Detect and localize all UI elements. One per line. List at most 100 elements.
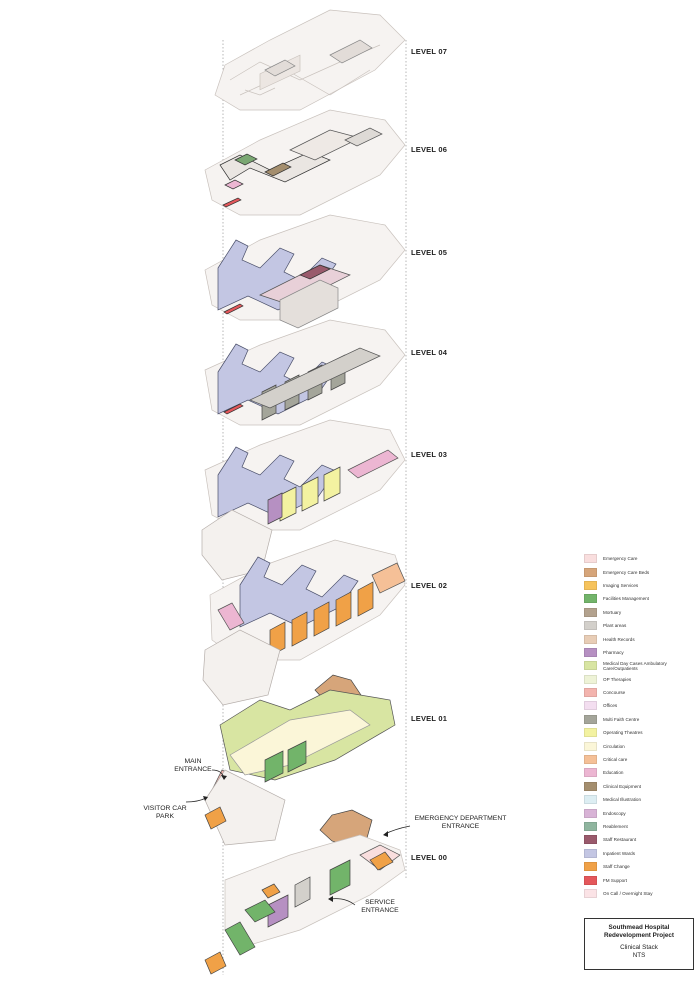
- legend-swatch: [584, 688, 597, 698]
- legend-item: On Call / Overnight Stay: [584, 887, 694, 900]
- legend-item: Staff Restaurant: [584, 833, 694, 846]
- legend-item: Endoscopy: [584, 806, 694, 819]
- legend-label: Staff Restaurant: [603, 837, 637, 843]
- legend-label: Critical care: [603, 757, 628, 763]
- legend-item: Circulation: [584, 739, 694, 752]
- legend-swatch: [584, 781, 597, 791]
- legend-item: Emergency Care Beds: [584, 565, 694, 578]
- legend-swatch: [584, 567, 597, 577]
- legend-label: Facilities Management: [603, 596, 649, 602]
- legend-label: Pharmacy: [603, 649, 624, 655]
- arrow-emergency-entrance-head: [383, 831, 388, 837]
- legend-label: Operating Theatres: [603, 730, 643, 736]
- legend-swatch: [584, 848, 597, 858]
- legend-item: OP Therapies: [584, 673, 694, 686]
- legend-label: Emergency Care Beds: [603, 569, 650, 575]
- legend-label: Emergency Care: [603, 556, 638, 562]
- legend-item: Mortuary: [584, 606, 694, 619]
- legend-label: Concourse: [603, 690, 626, 696]
- legend-label: Mortuary: [603, 609, 622, 615]
- legend-swatch: [584, 888, 597, 898]
- legend-swatch: [584, 714, 597, 724]
- legend-swatch: [584, 835, 597, 845]
- legend-item: Concourse: [584, 686, 694, 699]
- level-label-01: LEVEL 01: [411, 714, 448, 723]
- level-label-07: LEVEL 07: [411, 47, 448, 56]
- legend-swatch: [584, 701, 597, 711]
- callout-service-entrance: SERVICE ENTRANCE: [361, 899, 399, 914]
- legend-swatch: [584, 862, 597, 872]
- legend-swatch: [584, 755, 597, 765]
- arrow-main-entrance-head: [221, 775, 227, 780]
- legend-label: Education: [603, 770, 624, 776]
- legend-swatch: [584, 634, 597, 644]
- level-label-04: LEVEL 04: [411, 348, 448, 357]
- legend-item: Critical care: [584, 753, 694, 766]
- arrow-visitor-car-park-head: [203, 796, 208, 801]
- floor-level-05: [204, 214, 406, 329]
- legend-swatch: [584, 741, 597, 751]
- legend-item: Multi Faith Centre: [584, 713, 694, 726]
- callout-emergency-entrance: EMERGENCY DEPARTMENT ENTRANCE: [414, 815, 507, 830]
- legend-label: Clinical Equipment: [603, 783, 642, 789]
- legend-swatch: [584, 554, 597, 564]
- legend-item: Imaging Services: [584, 579, 694, 592]
- callout-main-entrance: MAIN ENTRANCE: [174, 758, 212, 773]
- project-title: Southmead Hospital Redevelopment Project: [604, 924, 674, 939]
- legend-item: Inpatient Wards: [584, 847, 694, 860]
- arrow-service-entrance-head: [328, 896, 333, 902]
- legend-swatch: [584, 647, 597, 657]
- legend-item: Plant areas: [584, 619, 694, 632]
- legend-item: Health Records: [584, 632, 694, 645]
- legend-item: Education: [584, 766, 694, 779]
- legend-label: Reablement: [603, 824, 628, 829]
- legend-swatch: [584, 580, 597, 590]
- legend-item: FM Support: [584, 873, 694, 886]
- legend-swatch: [584, 795, 597, 805]
- legend-item: Emergency Care: [584, 552, 694, 565]
- legend-label: Plant areas: [603, 623, 627, 629]
- legend-item: Reablement: [584, 820, 694, 833]
- legend-label: OP Therapies: [603, 676, 632, 682]
- legend-label: Medical Illustration: [603, 797, 642, 803]
- legend-item: Pharmacy: [584, 646, 694, 659]
- legend-item: Facilities Management: [584, 592, 694, 605]
- floor-level-06: [204, 109, 406, 216]
- legend-item: Clinical Equipment: [584, 780, 694, 793]
- legend-label: Imaging Services: [603, 582, 639, 588]
- title-block: Southmead Hospital Redevelopment Project…: [584, 918, 694, 970]
- floor-level-02: [202, 539, 406, 706]
- legend-label: Multi Faith Centre: [603, 716, 640, 722]
- legend-swatch: [584, 808, 597, 818]
- floor-level-07: [214, 9, 406, 111]
- arrow-visitor-car-park: [185, 797, 207, 803]
- legend-swatch: [584, 621, 597, 631]
- legend-label: Health Records: [603, 636, 635, 642]
- legend-label: Medical Day Cases Ambulatory Care/Outpat…: [603, 660, 667, 671]
- legend-label: Inpatient Wards: [603, 850, 636, 856]
- arrow-emergency-entrance: [384, 825, 411, 835]
- legend-swatch: [584, 728, 597, 738]
- legend-label: FM Support: [603, 877, 627, 883]
- level-label-00: LEVEL 00: [411, 853, 448, 862]
- floor-level-01: [204, 674, 396, 846]
- legend-item: Medical Illustration: [584, 793, 694, 806]
- legend-swatch: [584, 594, 597, 604]
- legend-label: Staff Change: [603, 864, 630, 870]
- legend-swatch: [584, 822, 597, 831]
- level-label-05: LEVEL 05: [411, 248, 448, 257]
- legend-label: On Call / Overnight Stay: [603, 890, 653, 896]
- level-label-02: LEVEL 02: [411, 581, 448, 590]
- legend-item: Medical Day Cases Ambulatory Care/Outpat…: [584, 659, 694, 672]
- legend-label: Endoscopy: [603, 810, 626, 816]
- legend-swatch: [584, 875, 597, 885]
- legend-item: Staff Change: [584, 860, 694, 873]
- callout-visitor-car-park: VISITOR CAR PARK: [143, 805, 187, 820]
- legend-item: Offices: [584, 699, 694, 712]
- legend-swatch: [584, 674, 597, 684]
- legend-item: Operating Theatres: [584, 726, 694, 739]
- floor-level-04: [204, 319, 406, 426]
- legend-swatch: [584, 661, 597, 671]
